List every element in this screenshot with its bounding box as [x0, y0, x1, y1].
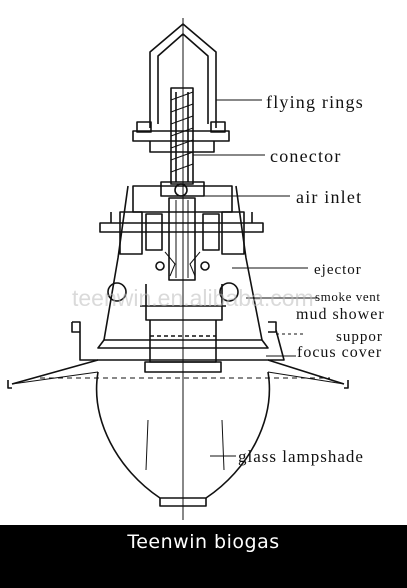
label-suppor: suppor	[336, 329, 383, 345]
support-right	[268, 321, 285, 361]
label-smoke-vent: smoke vent	[315, 289, 381, 304]
connector-tube	[170, 87, 194, 185]
ring-bracket-right	[210, 121, 226, 133]
label-mud-shower: mud shower	[296, 306, 385, 323]
label-flying-rings: flying rings	[266, 92, 364, 112]
label-conector: conector	[270, 146, 342, 166]
caption-text: Teenwin biogas	[127, 531, 280, 553]
caption-bar: Teenwin biogas	[0, 525, 407, 588]
label-ejector: ejector	[314, 262, 362, 278]
ring-bracket-left	[136, 121, 152, 133]
mixing-chamber	[145, 284, 223, 321]
support-left	[71, 321, 98, 361]
ejector-tube	[168, 197, 196, 281]
top-plate	[132, 130, 230, 142]
label-focus-cover: focus cover	[297, 344, 382, 361]
label-air-inlet: air inlet	[296, 187, 362, 207]
watermark: teenwin.en.alibaba.com	[72, 285, 314, 311]
lamp-diagram: teenwin.en.alibaba.com flying rings cone…	[7, 18, 385, 520]
label-glass-lampshade: glass lampshade	[238, 447, 364, 466]
air-inlet-ball	[174, 183, 188, 197]
upper-flange	[99, 222, 264, 233]
